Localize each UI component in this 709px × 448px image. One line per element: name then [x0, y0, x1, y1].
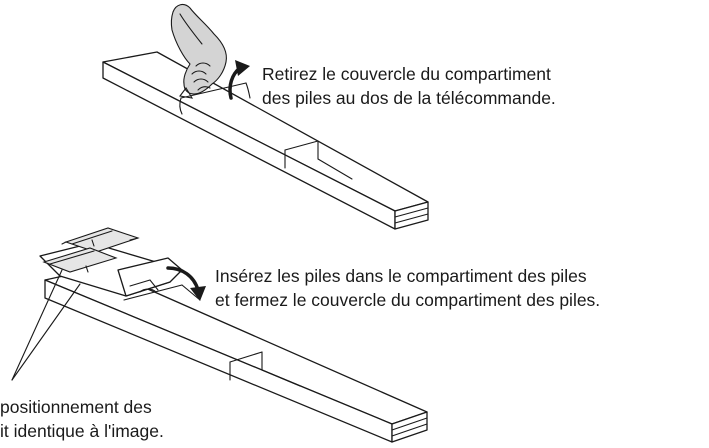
remote-control-top-icon	[102, 51, 429, 230]
battery-icon	[42, 227, 140, 273]
step-1-caption: Retirez le couvercle du compartiment des…	[262, 62, 556, 110]
hand-icon	[170, 3, 227, 99]
step-2-caption-line-1: Insérez les piles dans le compartiment d…	[215, 266, 587, 286]
step-1-caption-line-1: Retirez le couvercle du compartiment	[262, 64, 551, 84]
polarity-note: positionnement des it identique à l'imag…	[0, 395, 164, 443]
step-2-caption: Insérez les piles dans le compartiment d…	[215, 264, 600, 312]
polarity-note-line-1: positionnement des	[0, 397, 152, 417]
step-2-caption-line-2: et fermez le couvercle du compartiment d…	[215, 290, 601, 310]
pointer-lines	[11, 269, 81, 381]
step-1-caption-line-2: des piles au dos de la télécommande.	[262, 88, 556, 108]
curved-arrow-icon	[166, 266, 206, 301]
polarity-note-line-2: it identique à l'image.	[0, 421, 164, 441]
curved-arrow-icon	[228, 60, 250, 100]
